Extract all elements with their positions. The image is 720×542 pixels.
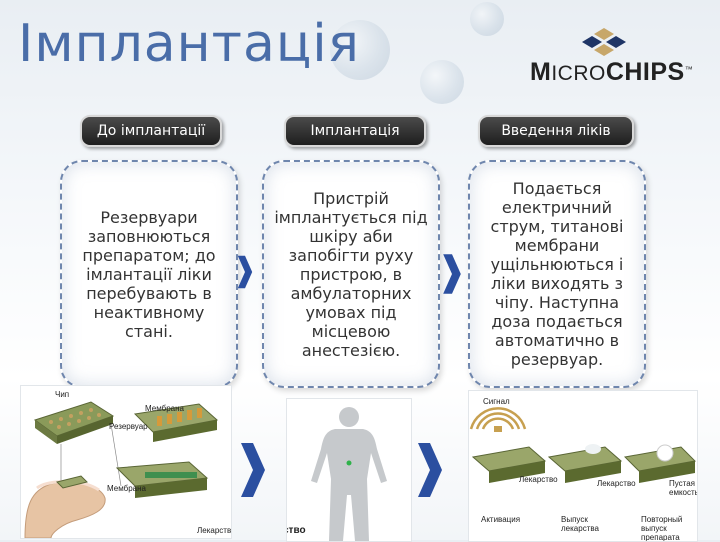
drug-b-label: Лекарство: [597, 479, 636, 488]
chevron-right-icon: [237, 255, 253, 289]
step-card-implant: Пристрій імплантується під шкіру аби зап…: [262, 160, 440, 388]
microchips-logo: MICROCHIPS™: [530, 58, 694, 86]
chevron-right-icon: [418, 443, 442, 497]
release-label: Выпуск лекарства: [561, 515, 599, 533]
background-molecule: [470, 2, 504, 36]
step-header-implant: Імплантація: [284, 115, 426, 147]
step-text-delivery: Подається електричний струм, титанові ме…: [490, 179, 624, 369]
release-diagram: Сигнал Лекарство Лекарство Пустая емкост…: [468, 390, 698, 542]
chevron-right-icon: [443, 254, 461, 294]
drug-label: Лекарства: [197, 526, 232, 535]
body-caption: ство: [287, 525, 306, 536]
body-diagram: ство: [286, 398, 412, 542]
chevron-right-icon: [241, 443, 265, 497]
step-text-before: Резервуари заповнюються препаратом; до і…: [82, 207, 216, 341]
step-card-before: Резервуари заповнюються препаратом; до і…: [60, 160, 238, 388]
chip-image: [24, 401, 219, 538]
step-text-implant: Пристрій імплантується під шкіру аби зап…: [274, 188, 428, 360]
empty-label: Пустая емкость: [669, 479, 698, 497]
human-body-icon: [311, 407, 387, 541]
page-title: Імплантація: [18, 14, 360, 74]
signal-label: Сигнал: [483, 397, 510, 406]
step-header-before: До імплантації: [80, 115, 222, 147]
background-molecule: [420, 60, 464, 104]
release-image: [469, 407, 697, 483]
microchips-logo-icon: [582, 28, 626, 56]
repeat-label: Повторный выпуск препарата: [641, 515, 683, 542]
chip-diagram: Чип Мембрана Резервуар Мембрана Лекарств…: [20, 385, 232, 539]
step-header-delivery: Введення ліків: [478, 115, 634, 147]
membrane-label: Мембрана: [145, 404, 184, 413]
membrane2-label: Мембрана: [107, 484, 146, 493]
background-molecule: [330, 20, 390, 80]
chip-label: Чип: [55, 390, 70, 399]
drug-a-label: Лекарство: [519, 475, 558, 484]
step-card-delivery: Подається електричний струм, титанові ме…: [468, 160, 646, 388]
activation-label: Активация: [481, 515, 521, 524]
reservoir-label: Резервуар: [109, 422, 148, 431]
